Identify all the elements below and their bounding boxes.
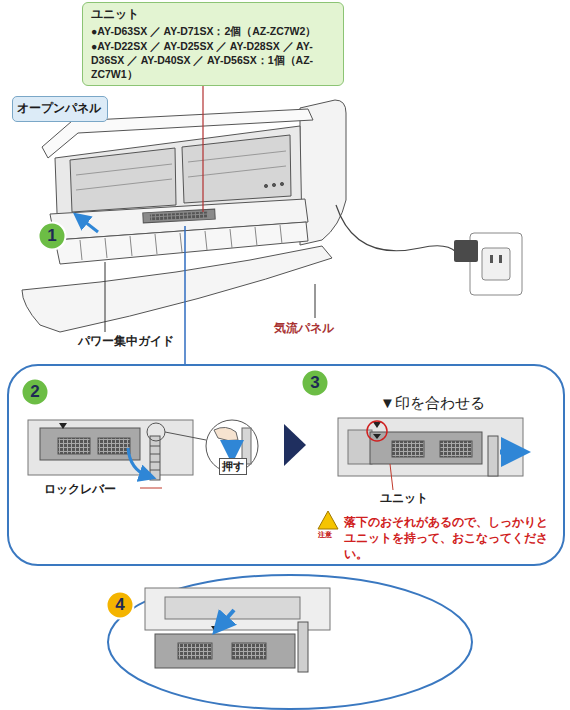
unit-grid — [232, 643, 266, 659]
mark-triangle — [373, 422, 381, 428]
zoom-spot — [147, 423, 165, 441]
unit-grid — [150, 211, 208, 220]
indicator — [264, 184, 267, 187]
rail — [338, 418, 523, 476]
unit-shape — [40, 428, 140, 460]
lock-lever — [488, 436, 498, 476]
part-name: オープンパネル — [17, 101, 103, 117]
part-label: ロックレバー — [44, 481, 144, 497]
outlet-face — [482, 248, 510, 280]
louver-lines — [80, 225, 282, 260]
unit-shape — [155, 634, 295, 668]
part-label: 気流パネル — [274, 320, 364, 336]
model-list: ●AY-D22SX ／ AY-D25SX ／ AY-D28SX ／ AY-D36… — [91, 40, 335, 81]
callout-number: 1 — [47, 225, 56, 247]
outlet-slot — [490, 255, 493, 263]
unit-grid — [178, 643, 212, 659]
filter — [182, 135, 291, 203]
rail — [28, 420, 193, 475]
callout-number: 2 — [30, 381, 39, 403]
mark-triangle — [211, 626, 219, 632]
push-arrow — [230, 440, 234, 452]
unit-grid — [58, 438, 90, 454]
leader-line — [105, 262, 106, 332]
filter-lines — [76, 151, 286, 190]
slide-arrow — [500, 450, 516, 455]
indicator — [272, 183, 275, 186]
leader-line — [315, 284, 316, 318]
step-circle: 2 — [20, 377, 50, 407]
air-conditioner — [22, 100, 346, 332]
airflow-panel-shape — [22, 246, 332, 332]
next-arrow — [284, 424, 306, 466]
callout-number: 4 — [115, 594, 124, 616]
unit-grid — [440, 441, 472, 457]
zoom-line — [165, 432, 206, 440]
callout-number: 3 — [310, 372, 319, 394]
step-circle: 3 — [300, 368, 330, 398]
unit-info-box: ユニット ●AY-D63SX ／ AY-D71SX：2個（AZ-ZC7W2）●AY… — [82, 2, 344, 86]
circle-shape — [302, 370, 329, 397]
warning-text: 落下のおそれがあるので、しっかりと ユニットを持って、おこなってください。 — [344, 514, 559, 563]
model-list: ●AY-D63SX ／ AY-D71SX：2個（AZ-ZC7W2） — [91, 25, 335, 39]
instruction-label: ▼印を合わせる — [380, 393, 520, 413]
unit-grid — [392, 441, 424, 457]
lift-arrow — [80, 218, 98, 232]
plug — [454, 240, 478, 262]
unit-shape — [370, 432, 482, 464]
power-cord — [336, 205, 456, 252]
step-circle: 1 — [37, 221, 67, 251]
step-circle: 4 — [105, 590, 135, 620]
mark-triangle — [59, 423, 67, 429]
unit-shape — [143, 209, 215, 223]
action-label: 押す — [219, 458, 247, 475]
leader-line — [390, 464, 393, 490]
part-name-box: オープンパネル — [12, 96, 108, 122]
drop-arrow — [220, 610, 234, 626]
circle-shape — [39, 223, 66, 250]
leader-line — [202, 80, 203, 212]
circle-shape — [107, 592, 134, 619]
finger — [214, 427, 238, 440]
lock-lever — [298, 622, 308, 672]
caution-word: 注意 — [318, 530, 340, 539]
box-heading: ユニット — [91, 7, 335, 23]
rotate-arrow — [128, 448, 148, 476]
indicator — [280, 182, 283, 185]
part-label: ユニット — [380, 490, 450, 506]
leader-line — [140, 488, 162, 489]
caution-icon — [318, 511, 338, 529]
unit-grid — [98, 438, 130, 454]
step-panel — [8, 365, 564, 565]
opening — [165, 597, 300, 619]
leader-line — [184, 226, 186, 366]
lock-lever — [150, 436, 160, 480]
side-cap — [300, 100, 346, 245]
step-ellipse — [108, 575, 472, 709]
circle-shape — [22, 379, 49, 406]
mark-triangle — [373, 434, 381, 439]
lever-ridges — [150, 446, 160, 470]
mark-circle — [367, 421, 387, 441]
outlet-slot — [499, 255, 502, 263]
part-label: パワー集中ガイド — [78, 333, 198, 349]
